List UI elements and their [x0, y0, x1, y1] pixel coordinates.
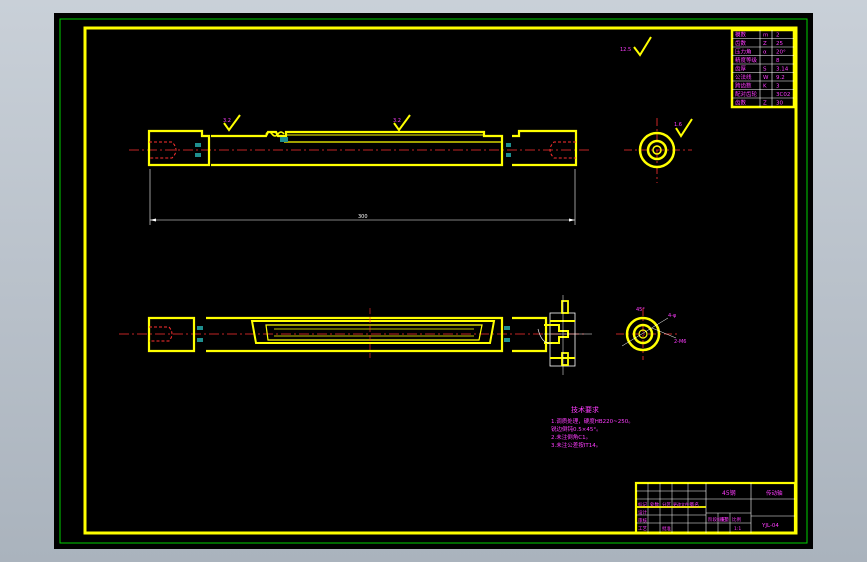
- param-row-3-value: 20°: [776, 50, 786, 56]
- drawing-border: [83, 26, 798, 535]
- end-view-bottom: 45° 4-φ 2-M6: [616, 307, 686, 360]
- param-row-4-value: 8: [776, 58, 780, 64]
- tb-material: 45钢: [722, 489, 736, 497]
- drawing-canvas: 模数 m 2 齿数 Z 25 压力角 α 20° 精度等级 8 齿厚 S 3.1…: [59, 18, 808, 544]
- tb-sub-stage: 阶段标记: [708, 516, 726, 523]
- tech-req-line-4: 3.未注公差按IT14。: [551, 441, 601, 449]
- tb-label-mark: 标记: [638, 501, 647, 508]
- cad-viewport[interactable]: 模数 m 2 齿数 Z 25 压力角 α 20° 精度等级 8 齿厚 S 3.1…: [54, 13, 813, 549]
- roughness-end-view-value: 1.6: [674, 122, 682, 128]
- tb-sub-scale: 比例: [732, 516, 741, 523]
- param-row-8-name: 配对齿轮: [735, 90, 758, 98]
- param-row-9-symbol: Z: [763, 101, 767, 107]
- tb-label-change: 更改文件号: [673, 501, 693, 507]
- tb-drawing-no: YJL-04: [761, 523, 779, 529]
- param-row-2-name: 齿数: [735, 39, 747, 47]
- tech-req-title: 技术要求: [571, 405, 599, 414]
- param-row-5-value: 3.14: [776, 67, 789, 73]
- general-roughness-symbol: 12.5: [620, 36, 652, 57]
- tb-part-name: 传动轴: [766, 489, 783, 497]
- param-row-1-name: 模数: [735, 31, 747, 39]
- param-row-7-value: 3: [776, 84, 780, 90]
- param-row-6-symbol: W: [763, 75, 769, 81]
- end-view-note-a: 4-φ: [668, 313, 677, 319]
- param-table: 模数 m 2 齿数 Z 25 压力角 α 20° 精度等级 8 齿厚 S 3.1…: [730, 28, 796, 109]
- end-view-note-b: 2-M6: [674, 339, 686, 345]
- param-row-9-name: 齿数: [735, 99, 747, 107]
- tb-role-approve: 批准: [662, 525, 671, 532]
- param-row-6-name: 公法线: [735, 73, 752, 81]
- roughness-left-value: 3.2: [223, 118, 231, 124]
- tech-req-line-3: 2.未注倒角C1。: [551, 433, 591, 441]
- param-row-7-symbol: K: [763, 84, 767, 90]
- param-row-5-symbol: S: [763, 67, 767, 73]
- param-row-3-symbol: α: [763, 50, 767, 56]
- param-row-4-name: 精度等级: [735, 56, 758, 64]
- outer-frame: [59, 18, 808, 544]
- tb-label-zone: 分区: [662, 501, 671, 508]
- param-row-2-value: 25: [776, 41, 783, 47]
- param-row-3-name: 压力角: [735, 48, 752, 56]
- title-block: 标记 处数 分区 更改文件号 签名 设计 审核 工艺 批准 阶段标记 重量 比例…: [634, 481, 797, 535]
- technical-requirements: 技术要求 1.调质处理，硬度HB220~250。 锐边倒钝0.5×45°。 2.…: [551, 405, 634, 449]
- tb-role-review: 审核: [638, 517, 647, 524]
- param-row-1-symbol: m: [763, 33, 768, 39]
- end-view-angle-label: 45°: [636, 307, 645, 313]
- tech-req-line-1: 1.调质处理，硬度HB220~250。: [551, 417, 634, 425]
- tb-role-process: 工艺: [638, 526, 647, 532]
- param-row-9-value: 30: [776, 101, 783, 107]
- shaft-main-view: 3.2 3.2 300: [129, 114, 589, 225]
- tb-label-count: 处数: [650, 501, 659, 508]
- tech-req-line-2: 锐边倒钝0.5×45°。: [551, 425, 602, 433]
- overall-length-dimension: 300: [358, 214, 368, 220]
- param-row-8-value: 3C02: [776, 92, 790, 98]
- param-row-5-name: 齿厚: [735, 66, 747, 73]
- param-row-1-value: 2: [776, 33, 780, 39]
- tb-label-sign: 签名: [690, 501, 699, 508]
- tb-scale-value: 1:1: [734, 526, 741, 532]
- param-row-7-name: 跨齿数: [735, 82, 752, 90]
- tb-sub-weight: 重量: [720, 516, 729, 523]
- param-row-6-value: 9.2: [776, 75, 785, 81]
- shaft-section-view: [119, 295, 592, 375]
- tb-role-design: 设计: [638, 509, 647, 516]
- roughness-center-value: 3.2: [393, 118, 401, 124]
- param-row-2-symbol: Z: [763, 41, 767, 47]
- end-view-top: 1.6: [624, 118, 693, 183]
- general-roughness-value: 12.5: [620, 47, 631, 53]
